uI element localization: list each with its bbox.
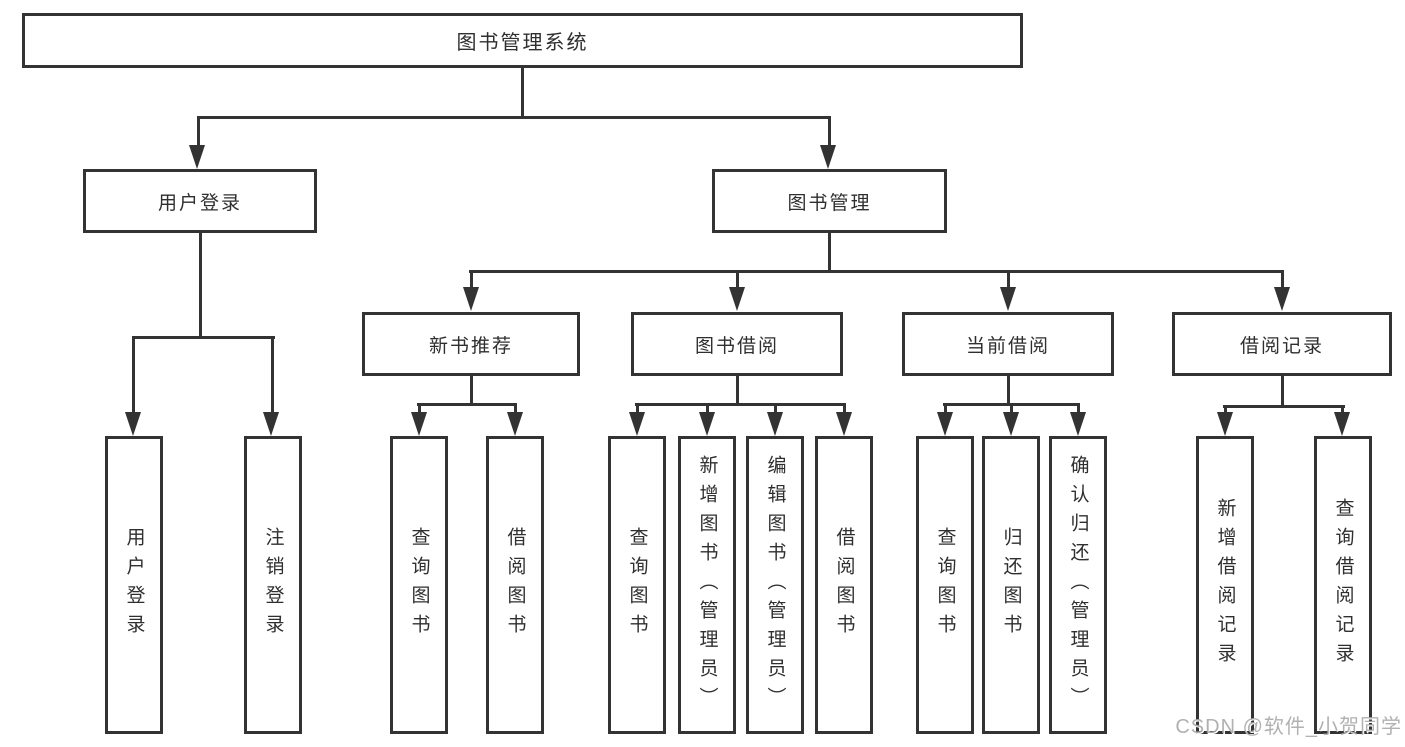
connector-level3-rail: [469, 270, 1283, 273]
connector-stem: [843, 403, 846, 414]
arrow-down: [1070, 412, 1086, 436]
leaf-edit-book-admin-label: 编辑图书（管理员）: [764, 454, 786, 716]
connector-stem-leaf-login: [132, 336, 135, 412]
node-user-login: 用户登录: [83, 169, 317, 233]
connector-new-book-rail: [417, 403, 517, 406]
arrow-down-new-book: [463, 287, 479, 311]
connector-stem: [1010, 403, 1013, 414]
arrow-down-current-borrow: [1000, 287, 1016, 311]
connector-borrow-records-rail: [1223, 405, 1345, 408]
leaf-query-books-recommend-label: 查询图书: [408, 527, 430, 643]
connector-current-borrow-down: [1007, 376, 1010, 405]
connector-stem: [418, 403, 421, 414]
arrow-down: [937, 412, 953, 436]
leaf-add-book-admin: 新增图书（管理员）: [678, 436, 736, 734]
connector-stem: [944, 403, 947, 414]
node-book-management-label: 图书管理: [787, 192, 872, 214]
arrow-down: [1217, 412, 1233, 436]
node-new-book-recommend-label: 新书推荐: [428, 335, 513, 357]
connector-stem: [514, 403, 517, 414]
leaf-borrow-books-borrowing: 借阅图书: [815, 436, 873, 734]
arrow-down-user-login: [189, 145, 205, 169]
arrow-down-borrow-records: [1274, 287, 1290, 311]
connector-stem: [636, 403, 639, 414]
arrow-down: [629, 412, 645, 436]
node-user-login-label: 用户登录: [157, 192, 242, 214]
node-new-book-recommend: 新书推荐: [362, 312, 580, 376]
node-current-borrowing-label: 当前借阅: [965, 335, 1050, 357]
node-borrowing-records: 借阅记录: [1172, 312, 1392, 376]
connector-stem-leaf-logout: [271, 336, 274, 412]
connector-book-mgmt-down: [828, 233, 831, 272]
leaf-query-books-borrowing: 查询图书: [608, 436, 666, 734]
leaf-return-book: 归还图书: [982, 436, 1040, 734]
connector-user-login-rail: [132, 336, 275, 339]
node-root: 图书管理系统: [22, 13, 1023, 68]
arrow-down-leaf-login: [125, 412, 141, 436]
leaf-query-borrow-record: 查询借阅记录: [1314, 436, 1372, 734]
leaf-add-book-admin-label: 新增图书（管理员）: [696, 454, 718, 716]
arrow-down: [507, 412, 523, 436]
leaf-query-books-current: 查询图书: [916, 436, 974, 734]
leaf-borrow-books-recommend-label: 借阅图书: [504, 527, 526, 643]
connector-stem: [1224, 405, 1227, 414]
connector-stem-current-borrow: [1007, 270, 1010, 289]
connector-new-book-down: [470, 376, 473, 405]
node-current-borrowing: 当前借阅: [902, 312, 1114, 376]
connector-stem-user-login: [197, 116, 200, 147]
connector-book-borrow-down: [736, 376, 739, 405]
connector-stem-borrow-records: [1281, 270, 1284, 289]
arrow-down-leaf-logout: [263, 412, 279, 436]
arrow-down: [836, 412, 852, 436]
leaf-confirm-return-admin-label: 确认归还（管理员）: [1067, 454, 1089, 716]
connector-level2-rail: [197, 116, 831, 119]
connector-stem: [1341, 405, 1344, 414]
connector-stem: [774, 403, 777, 414]
connector-user-login-down: [199, 233, 202, 338]
arrow-down-book-mgmt: [820, 145, 836, 169]
leaf-borrow-books-borrowing-label: 借阅图书: [833, 527, 855, 643]
leaf-user-login: 用户登录: [105, 436, 163, 734]
arrow-down: [1003, 412, 1019, 436]
node-book-borrowing-label: 图书借阅: [694, 335, 779, 357]
connector-root-down: [521, 68, 524, 117]
leaf-add-borrow-record: 新增借阅记录: [1196, 436, 1254, 734]
leaf-query-books-borrowing-label: 查询图书: [626, 527, 648, 643]
leaf-query-borrow-record-label: 查询借阅记录: [1332, 498, 1354, 672]
arrow-down: [699, 412, 715, 436]
node-borrowing-records-label: 借阅记录: [1239, 335, 1324, 357]
connector-stem-book-mgmt: [828, 116, 831, 147]
arrow-down-book-borrow: [729, 287, 745, 311]
arrow-down: [411, 412, 427, 436]
connector-borrow-records-down: [1281, 376, 1284, 407]
leaf-confirm-return-admin: 确认归还（管理员）: [1049, 436, 1107, 734]
connector-stem-new-book: [470, 270, 473, 289]
leaf-logout: 注销登录: [244, 436, 302, 734]
connector-stem: [1077, 403, 1080, 414]
leaf-borrow-books-recommend: 借阅图书: [486, 436, 544, 734]
leaf-query-books-recommend: 查询图书: [390, 436, 448, 734]
leaf-edit-book-admin: 编辑图书（管理员）: [746, 436, 804, 734]
node-book-management: 图书管理: [712, 169, 947, 233]
connector-stem-book-borrow: [736, 270, 739, 289]
csdn-watermark: CSDN @软件_小贺同学: [1175, 716, 1402, 738]
connector-stem: [706, 403, 709, 414]
connector-book-borrow-rail: [635, 403, 846, 406]
node-root-label: 图书管理系统: [456, 32, 589, 54]
arrow-down: [1334, 412, 1350, 436]
leaf-query-books-current-label: 查询图书: [934, 527, 956, 643]
leaf-return-book-label: 归还图书: [1000, 527, 1022, 643]
leaf-add-borrow-record-label: 新增借阅记录: [1214, 498, 1236, 672]
node-book-borrowing: 图书借阅: [631, 312, 843, 376]
leaf-logout-label: 注销登录: [262, 527, 284, 643]
leaf-user-login-label: 用户登录: [123, 527, 145, 643]
arrow-down: [767, 412, 783, 436]
